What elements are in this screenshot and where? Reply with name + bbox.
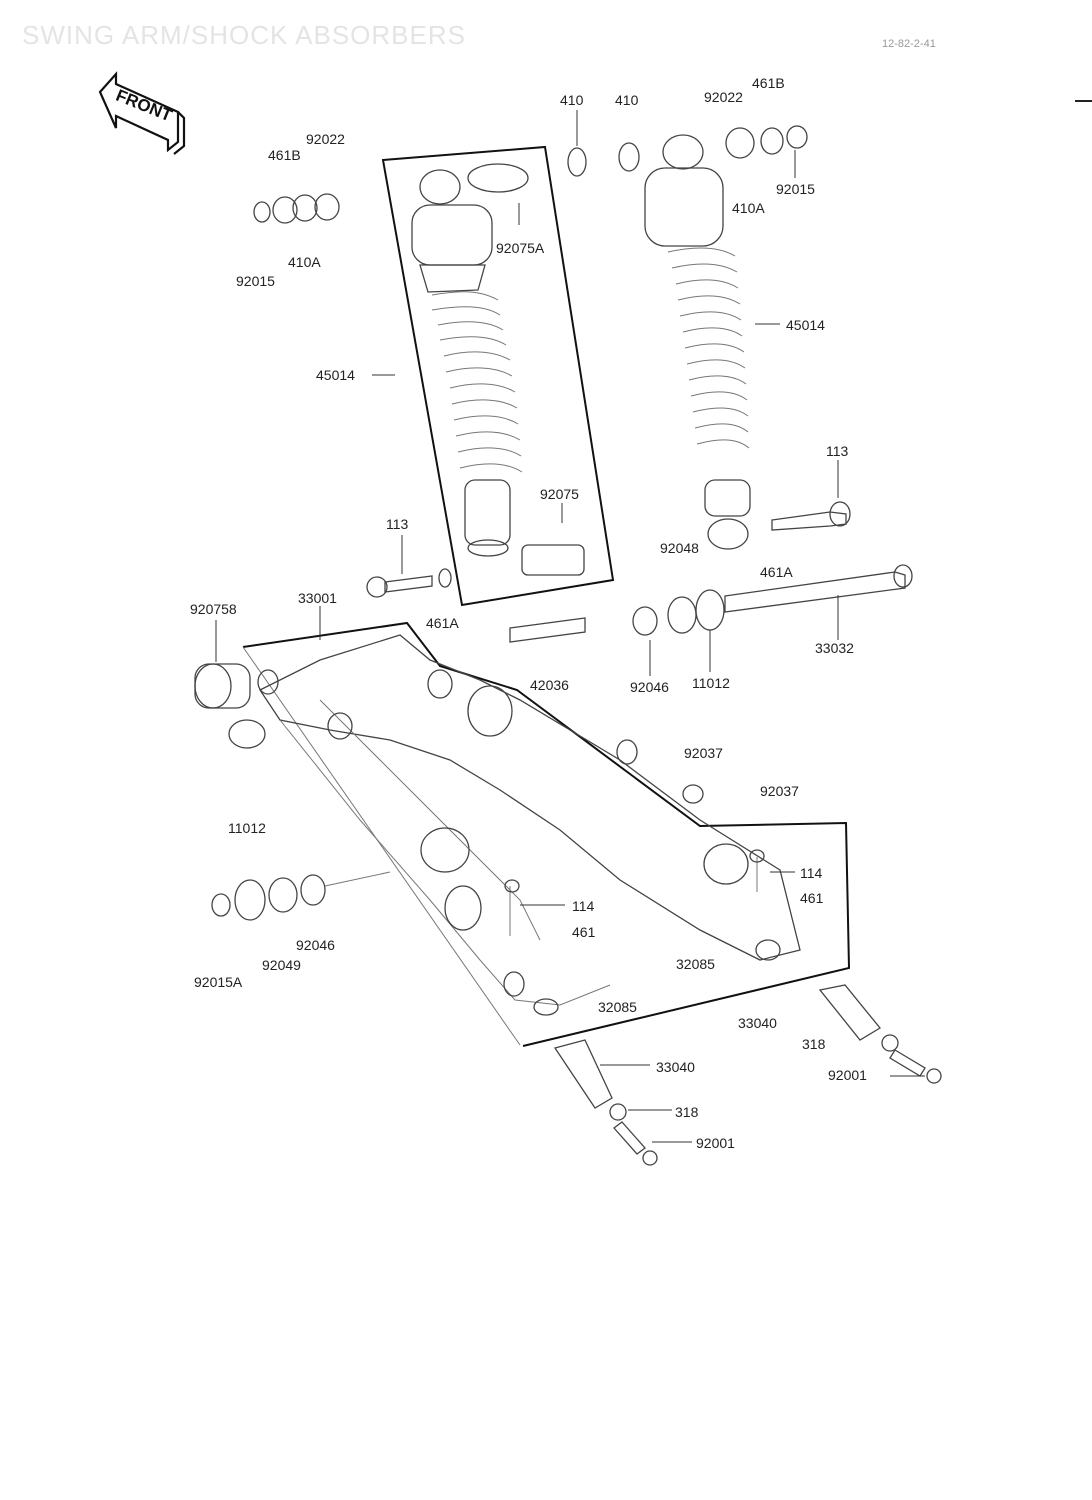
label-114: 114 [572,898,595,914]
label-33001: 33001 [298,590,337,606]
label-461: 461 [572,924,596,940]
left-pivot-bushings [194,663,279,749]
swing-arm [242,621,851,1047]
right-shock-absorber [644,134,851,550]
front-arrow-icon: FRONT [98,71,186,155]
right-upper-washers [567,125,808,177]
label-920758: 920758 [190,601,237,617]
label-410a: 410A [288,254,321,270]
diagram-title: SWING ARM/SHOCK ABSORBERS [22,20,466,50]
label-318: 318 [675,1104,699,1120]
right-chain-adjuster [818,984,942,1084]
left-end-washers [211,871,391,921]
label-410: 410 [560,92,584,108]
label-461a: 461A [760,564,793,580]
label-92048: 92048 [660,540,699,556]
label-42036: 42036 [530,677,569,693]
label-33040: 33040 [656,1059,695,1075]
label-92075a: 92075A [496,240,545,256]
label-92049: 92049 [262,957,301,973]
label-461b: 461B [268,147,301,163]
label-92001: 92001 [696,1135,735,1151]
left-upper-washers [253,193,340,224]
chain-guard-bolts [616,739,704,804]
label-410: 410 [615,92,639,108]
label-461a: 461A [426,615,459,631]
label-33040: 33040 [738,1015,777,1031]
left-lower-bolt [366,568,452,598]
label-45014: 45014 [786,317,825,333]
label-92037: 92037 [760,783,799,799]
label-33032: 33032 [815,640,854,656]
label-461b: 461B [752,75,785,91]
label-32085: 32085 [676,956,715,972]
leader-lines [215,110,925,1143]
label-114: 114 [800,865,823,881]
label-92015: 92015 [776,181,815,197]
label-92015: 92015 [236,273,275,289]
part-labels: 410 410 92022 461B 92022 461B 92015 410A… [190,75,867,1151]
label-461: 461 [800,890,824,906]
label-92046: 92046 [630,679,669,695]
label-32085: 32085 [598,999,637,1015]
label-92037: 92037 [684,745,723,761]
left-chain-adjuster [553,1039,658,1166]
label-92046: 92046 [296,937,335,953]
label-11012: 11012 [228,820,266,836]
reference-code: 12-82-2-41 [882,38,936,50]
label-410a: 410A [732,200,765,216]
pivot-shaft-assembly [509,564,913,643]
edge-mark [1075,100,1092,102]
label-92075: 92075 [540,486,579,502]
label-92022: 92022 [306,131,345,147]
label-113: 113 [826,443,849,459]
label-113: 113 [386,516,409,532]
label-92022: 92022 [704,89,743,105]
label-92015a: 92015A [194,974,243,990]
label-318: 318 [802,1036,826,1052]
label-92001: 92001 [828,1067,867,1083]
label-45014: 45014 [316,367,355,383]
left-shock-frame [381,145,615,607]
label-11012: 11012 [692,675,730,691]
left-shock-absorber [411,163,585,576]
